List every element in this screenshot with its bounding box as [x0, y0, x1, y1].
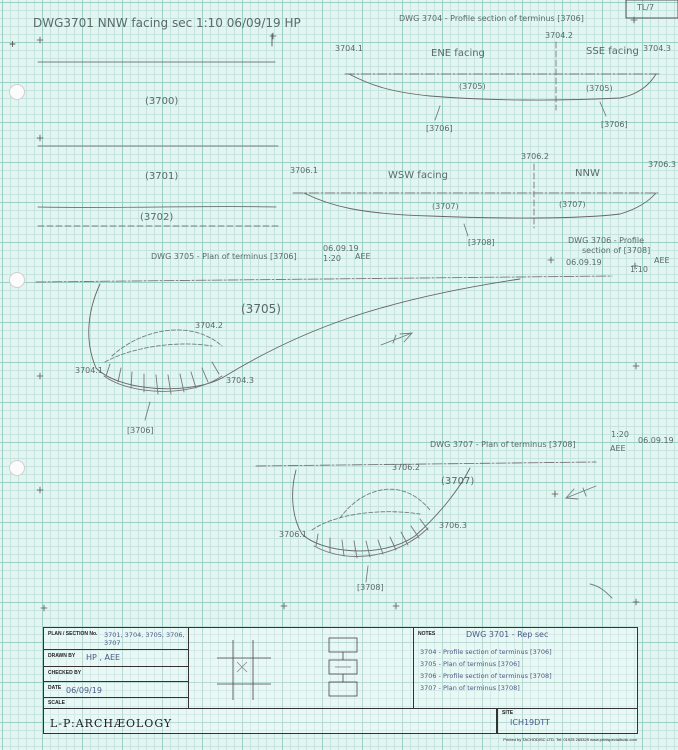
scale-cell: SCALE	[44, 698, 189, 709]
point-3706-3: 3706.3	[648, 160, 676, 169]
symbols-cell	[189, 628, 414, 709]
dwg-3706-title-line2: section of [3708]	[582, 246, 651, 255]
dwg-3706-date: 06.09.19	[566, 258, 602, 267]
plan-section-value: 3701, 3704, 3705, 3706, 3707	[104, 631, 185, 647]
date-cell: DATE 06/09/19	[44, 682, 189, 698]
cut-3706-plan-label: [3706]	[127, 426, 154, 435]
layer-3707-label-a: (3707)	[432, 202, 459, 211]
layer-3705-label-a: (3705)	[459, 82, 486, 91]
sheet-corner-label: TL/7	[637, 3, 655, 12]
site-value: ICH19DTT	[510, 718, 550, 727]
note-line-1: 3704 - Profile section of terminus [3706…	[420, 648, 552, 656]
note-line-2: 3705 - Plan of terminus [3706]	[420, 660, 520, 668]
punch-hole-2	[9, 272, 25, 288]
point-3704-1-plan: 3704.1	[75, 366, 103, 375]
title-block: PLAN / SECTION No. 3701, 3704, 3705, 370…	[43, 627, 638, 742]
layer-3700-label: (3700)	[145, 96, 179, 107]
facing-wsw-label: WSW facing	[388, 170, 448, 181]
date-label: DATE	[48, 685, 62, 691]
dwg-3705-date: 06.09.19	[323, 244, 359, 253]
note-line-3: 3706 - Profile section of terminus [3708…	[420, 672, 552, 680]
plan-section-cell: PLAN / SECTION No. 3701, 3704, 3705, 370…	[44, 628, 189, 650]
brand-logo-text: L-P:ARCHÆOLOGY	[50, 717, 173, 730]
point-3706-2: 3706.2	[521, 152, 549, 161]
dwg-3705-initials: AEE	[355, 252, 371, 261]
layer-3707-label-b: (3707)	[559, 200, 586, 209]
dwg-3707-scale: 1:20	[611, 430, 629, 439]
layer-3702-label: (3702)	[140, 212, 174, 223]
drawn-by-label: DRAWN BY	[48, 653, 76, 659]
point-3704-2-plan: 3704.2	[195, 321, 223, 330]
dwg-3706-title-line1: DWG 3706 - Profile	[568, 236, 645, 245]
point-3704-3: 3704.3	[643, 44, 671, 53]
cut-3706-label-b: [3706]	[601, 120, 628, 129]
facing-ene-label: ENE facing	[431, 48, 485, 59]
cut-3708-label-a: [3708]	[468, 238, 495, 247]
point-3704-2: 3704.2	[545, 31, 573, 40]
facing-nnw-label: NNW	[575, 168, 600, 179]
point-3706-2-plan: 3706.2	[392, 463, 420, 472]
brand-cell: L-P:ARCHÆOLOGY	[44, 709, 497, 733]
date-value: 06/09/19	[66, 686, 102, 695]
site-cell: SITE ICH19DTT	[497, 709, 637, 733]
punch-hole-1	[9, 84, 25, 100]
notes-label: NOTES	[418, 631, 436, 637]
cut-3706-label-a: [3706]	[426, 124, 453, 133]
printed-by-footer: Printed by TACHODISC LTD. Tel: 01925 265…	[503, 737, 637, 742]
site-label: SITE	[502, 710, 514, 716]
note-line-4: 3707 - Plan of terminus [3708]	[420, 684, 520, 692]
checked-by-cell: CHECKED BY	[44, 667, 189, 682]
layer-3707-plan-label: (3707)	[441, 476, 475, 487]
dwg-3707-title: DWG 3707 - Plan of terminus [3708]	[430, 440, 576, 449]
dwg-3704-title: DWG 3704 - Profile section of terminus […	[399, 14, 584, 23]
point-3704-1: 3704.1	[335, 44, 363, 53]
layer-3701-label: (3701)	[145, 171, 179, 182]
layer-3705-plan-label: (3705)	[241, 302, 281, 316]
dwg-3706-scale: 1:10	[630, 265, 648, 274]
plan-section-label: PLAN / SECTION No.	[48, 631, 98, 637]
dwg-3701-title: DWG3701 NNW facing sec 1:10 06/09/19 HP	[33, 16, 301, 30]
checked-by-label: CHECKED BY	[48, 670, 82, 676]
scale-label: SCALE	[48, 700, 65, 706]
drawn-by-value: HP , AEE	[86, 653, 121, 662]
drawn-by-cell: DRAWN BY HP , AEE	[44, 650, 189, 667]
dwg-3707-date: 06.09.19	[638, 436, 674, 445]
point-3706-1: 3706.1	[290, 166, 318, 175]
point-3704-3-plan: 3704.3	[226, 376, 254, 385]
dwg-3705-title: DWG 3705 - Plan of terminus [3706]	[151, 252, 297, 261]
notes-header: DWG 3701 - Rep sec	[466, 630, 549, 639]
cut-3708-plan-label: [3708]	[357, 583, 384, 592]
grid-symbol-icon	[217, 637, 358, 700]
point-3706-1-plan: 3706.1	[279, 530, 307, 539]
facing-sse-label: SSE facing	[586, 46, 639, 57]
punch-hole-3	[9, 460, 25, 476]
dwg-3707-initials: AEE	[610, 444, 626, 453]
dwg-3705-scale: 1:20	[323, 254, 341, 263]
point-3706-3-plan: 3706.3	[439, 521, 467, 530]
layer-3705-label-b: (3705)	[586, 84, 613, 93]
notes-cell: NOTES DWG 3701 - Rep sec 3704 - Profile …	[414, 628, 637, 709]
dwg-3706-initials: AEE	[654, 256, 670, 265]
